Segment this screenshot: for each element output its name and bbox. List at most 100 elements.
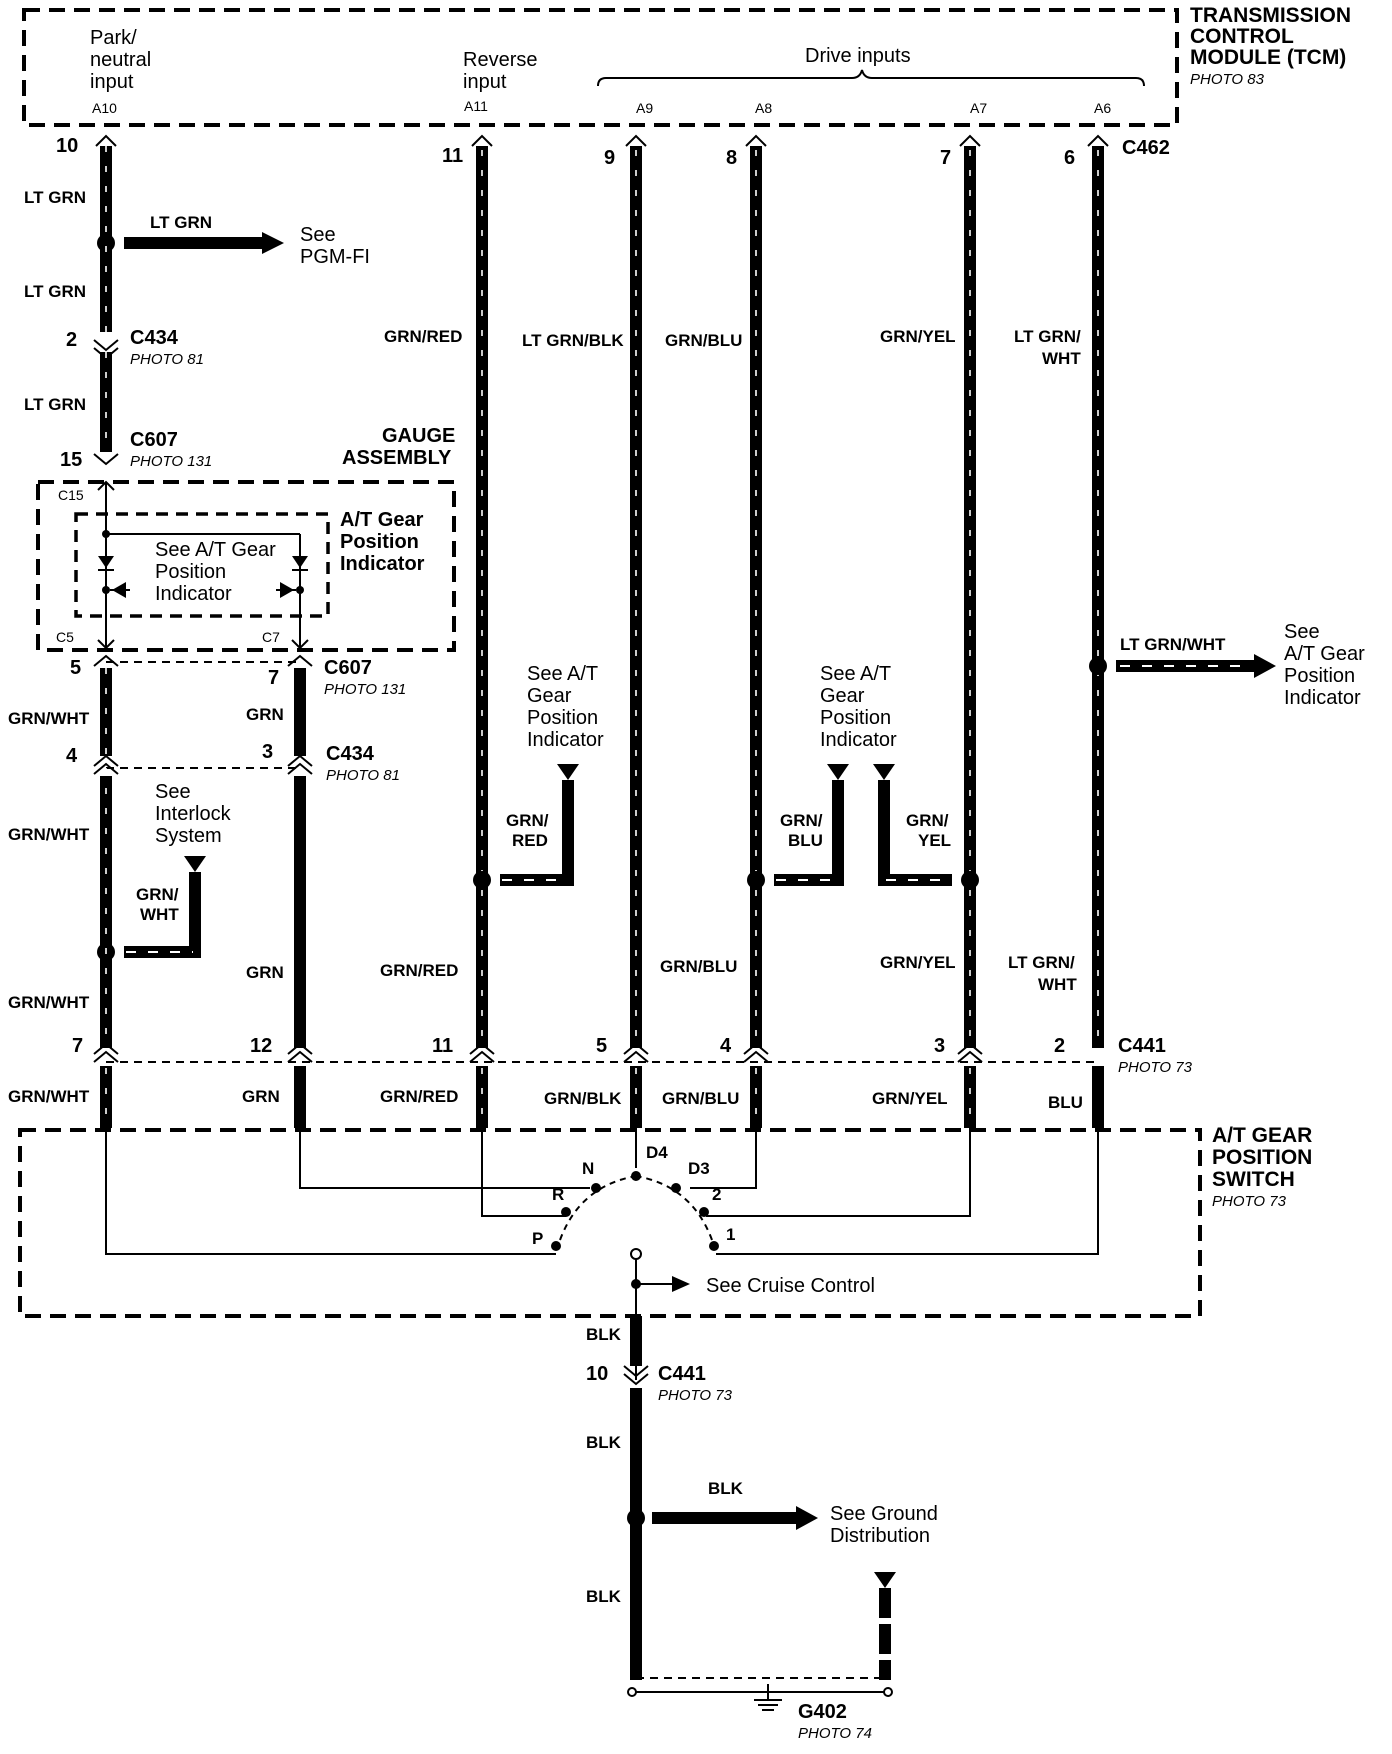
see-ind-right-2: A/T Gear: [1284, 643, 1365, 665]
see-ind-red-4: Indicator: [527, 729, 604, 751]
tcm-pin-a8: A8: [755, 100, 772, 116]
c441-label-grn-blk: GRN/BLK: [544, 1089, 622, 1108]
c462-connector-marks: [95, 134, 1109, 147]
ground-bus-right: [883, 1687, 893, 1697]
switch-pos-d3: D3: [688, 1159, 710, 1178]
c441-pin-12: 12: [250, 1035, 272, 1057]
tcm-pin-a10: A10: [92, 100, 117, 116]
see-interlock-2: Interlock: [155, 803, 232, 825]
ind-right-wire: LT GRN/WHT: [1120, 635, 1226, 654]
label-grn-wht-1: GRN/WHT: [8, 709, 90, 728]
c434-lower-name: C434: [326, 743, 375, 765]
c441-marks: [93, 1042, 983, 1063]
splice-pgmfi: [97, 234, 115, 252]
see-pgmfi-2: PGM-FI: [300, 246, 370, 268]
switch-contact-2: [699, 1207, 709, 1217]
c441-ground-name: C441: [658, 1363, 706, 1385]
c441-pin-7: 7: [72, 1035, 83, 1057]
label-lt-grn-wht-mid-2: WHT: [1038, 975, 1077, 994]
label-lt-grn-1: LT GRN: [24, 188, 86, 207]
c441-label-grn-yel: GRN/YEL: [872, 1089, 948, 1108]
gauge-pin-c7: C7: [262, 629, 280, 645]
switch-common-contact: [630, 1248, 642, 1260]
c441-pin-5: 5: [596, 1035, 607, 1057]
c434-lower-pin-right: 3: [262, 741, 273, 763]
c607-lower-pin-right: 7: [268, 667, 279, 689]
c434-upper-name: C434: [130, 327, 179, 349]
see-pgmfi-1: See: [300, 224, 336, 246]
ind-yel-arrow-icon: [873, 764, 895, 780]
tcm-pin-a7: A7: [970, 100, 987, 116]
label-grn-red-mid: GRN/RED: [380, 961, 458, 980]
see-ind-right-3: Position: [1284, 665, 1355, 687]
see-ind-right-4: Indicator: [1284, 687, 1361, 709]
see-ind-by-3: Position: [820, 707, 891, 729]
splice-ind-red: [473, 871, 491, 889]
label-grn-wht-3: GRN/WHT: [8, 993, 90, 1012]
tcm-pin-a11: A11: [464, 98, 488, 114]
gauge-pin-c5: C5: [56, 629, 74, 645]
switch-cruise-splice: [631, 1279, 641, 1289]
tcm-title-line2: CONTROL: [1190, 25, 1294, 48]
c441-label-grn-red: GRN/RED: [380, 1087, 458, 1106]
label-lt-grn-3: LT GRN: [24, 395, 86, 414]
c607-upper-photo: PHOTO 131: [130, 453, 212, 470]
splice-ind-blu: [747, 871, 765, 889]
c462-pin-11: 11: [442, 145, 463, 167]
wire-ind-red: [500, 780, 574, 886]
see-ground-2: Distribution: [830, 1525, 930, 1547]
ind-yel-wire-1: GRN/: [906, 811, 949, 830]
c441-ground-mark: [623, 1365, 649, 1386]
reverse-label-1: Reverse: [463, 49, 537, 71]
park-neutral-label-3: input: [90, 71, 134, 93]
c441-ground-photo: PHOTO 73: [658, 1387, 733, 1404]
gauge-inner-2: Position: [155, 561, 226, 583]
gear-indicator-box: [74, 512, 330, 618]
see-ind-right-1: See: [1284, 621, 1320, 643]
pgmfi-arrow-icon: [262, 232, 284, 254]
label-blk-3: BLK: [708, 1479, 744, 1498]
label-grn-yel-mid: GRN/YEL: [880, 953, 956, 972]
c441-label-blu: BLU: [1048, 1093, 1083, 1112]
label-blk-4: BLK: [586, 1587, 622, 1606]
switch-contact-n: [591, 1183, 601, 1193]
ind-blu-wire-1: GRN/: [780, 811, 823, 830]
ind-red-wire-1: GRN/: [506, 811, 549, 830]
ind-blu-wire-2: BLU: [788, 831, 823, 850]
switch-pos-1: 1: [726, 1225, 735, 1244]
c434-upper-photo: PHOTO 81: [130, 351, 204, 368]
see-ind-red-3: Position: [527, 707, 598, 729]
c434-lower-pin-left: 4: [66, 745, 78, 767]
c607-upper-mark: [93, 453, 119, 466]
see-ind-by-1: See A/T: [820, 663, 891, 685]
c462-connector-label: C462: [1122, 137, 1170, 159]
g402-label: G402: [798, 1701, 847, 1723]
c441-label-grn-wht: GRN/WHT: [8, 1087, 90, 1106]
label-lt-grn-wht-top-1: LT GRN/: [1014, 327, 1081, 346]
tcm-title-line3: MODULE (TCM): [1190, 46, 1346, 69]
switch-pos-r: R: [552, 1185, 564, 1204]
c434-lower-photo: PHOTO 81: [326, 767, 400, 784]
see-cruise-control: See Cruise Control: [706, 1275, 875, 1297]
label-grn-wht-2: GRN/WHT: [8, 825, 90, 844]
switch-contact-d3: [671, 1183, 681, 1193]
splice-ind-right: [1089, 657, 1107, 675]
c434-upper-pin: 2: [66, 329, 77, 351]
ind-red-wire-2: RED: [512, 831, 548, 850]
c441-pin-11: 11: [432, 1035, 453, 1057]
ground-symbol-icon: [754, 1684, 782, 1711]
c462-pin-7: 7: [940, 147, 951, 169]
gauge-sub-1: A/T Gear: [340, 509, 424, 531]
see-interlock-3: System: [155, 825, 222, 847]
see-ind-red-1: See A/T: [527, 663, 598, 685]
c462-pin-10: 10: [56, 135, 78, 157]
c607-lower-name: C607: [324, 657, 372, 679]
c434-lower-marks: [93, 754, 313, 775]
cruise-arrow-icon: [672, 1276, 690, 1292]
tcm-module-box: [22, 8, 1179, 127]
ground-dist-arrow-icon: [796, 1506, 818, 1530]
c607-lower-pin-left: 5: [70, 657, 81, 679]
g402-photo: PHOTO 74: [798, 1725, 872, 1742]
label-grn-blu-mid: GRN/BLU: [660, 957, 737, 976]
gauge-title-2: ASSEMBLY: [342, 447, 452, 469]
